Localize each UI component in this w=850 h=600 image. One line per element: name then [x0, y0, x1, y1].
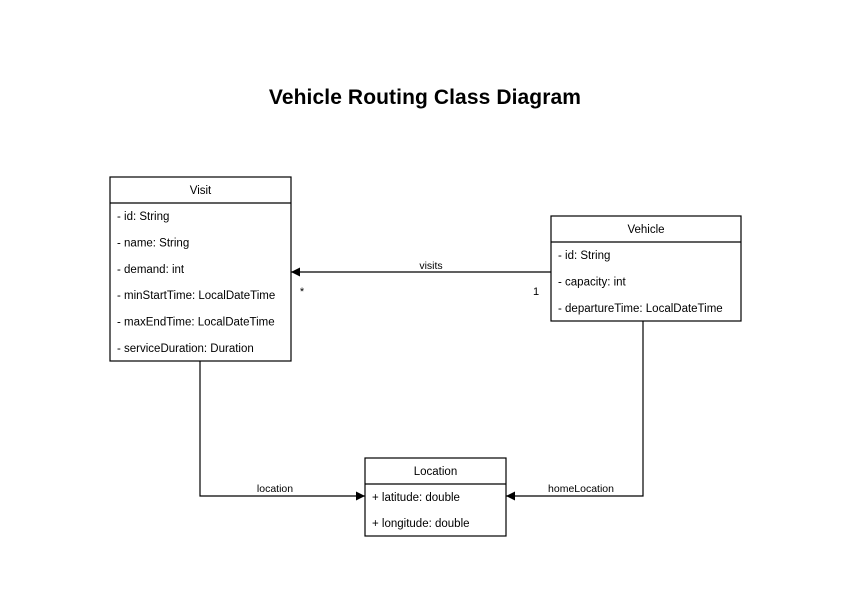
uml-class-visit[interactable]: Visit - id: String - name: String - demand:… — [109, 176, 292, 362]
edge-visits: visits 1 * — [291, 260, 551, 298]
class-attribute-visit-0: - id: String — [117, 211, 169, 223]
edges-layer: visits 1 * location homeLocation — [199, 260, 644, 501]
class-attribute-visit-3: - minStartTime: LocalDateTime — [117, 290, 275, 302]
class-attribute-visit-2: - demand: int — [117, 264, 185, 276]
uml-class-location[interactable]: Location + latitude: double + longitude: d… — [364, 457, 507, 537]
edge-location: location — [199, 361, 365, 501]
edge-line-homeLocation — [506, 321, 644, 497]
edge-label-location: location — [257, 483, 293, 495]
class-box-location[interactable] — [364, 457, 507, 537]
class-name-location: Location — [414, 466, 457, 478]
uml-class-vehicle[interactable]: Vehicle - id: String - capacity: int - depa… — [550, 215, 742, 322]
class-attribute-vehicle-0: - id: String — [558, 250, 610, 262]
class-attribute-visit-4: - maxEndTime: LocalDateTime — [117, 317, 275, 329]
arrowhead-location — [356, 491, 365, 501]
class-attribute-visit-5: - serviceDuration: Duration — [117, 343, 254, 355]
edge-label-homeLocation: homeLocation — [548, 483, 614, 495]
edge-line-location — [199, 361, 365, 497]
class-name-vehicle: Vehicle — [627, 224, 664, 236]
arrowhead-homeLocation — [506, 491, 515, 501]
page-title: Vehicle Routing Class Diagram — [268, 86, 582, 109]
class-box-visit[interactable] — [109, 176, 292, 362]
multiplicity-visits-source: 1 — [533, 286, 539, 298]
class-attribute-vehicle-2: - departureTime: LocalDateTime — [558, 303, 723, 315]
classes-layer: Visit - id: String - name: String - demand:… — [109, 176, 742, 537]
class-attribute-visit-1: - name: String — [117, 238, 189, 250]
edge-label-visits: visits — [419, 260, 442, 272]
class-attribute-location-0: + latitude: double — [372, 492, 460, 504]
class-name-visit: Visit — [190, 185, 212, 197]
class-attribute-location-1: + longitude: double — [372, 518, 470, 530]
arrowhead-visits — [291, 267, 300, 277]
class-box-vehicle[interactable] — [550, 215, 742, 322]
class-attribute-vehicle-1: - capacity: int — [558, 277, 627, 289]
multiplicity-visits-target: * — [300, 286, 305, 298]
edge-homeLocation: homeLocation — [506, 321, 644, 501]
